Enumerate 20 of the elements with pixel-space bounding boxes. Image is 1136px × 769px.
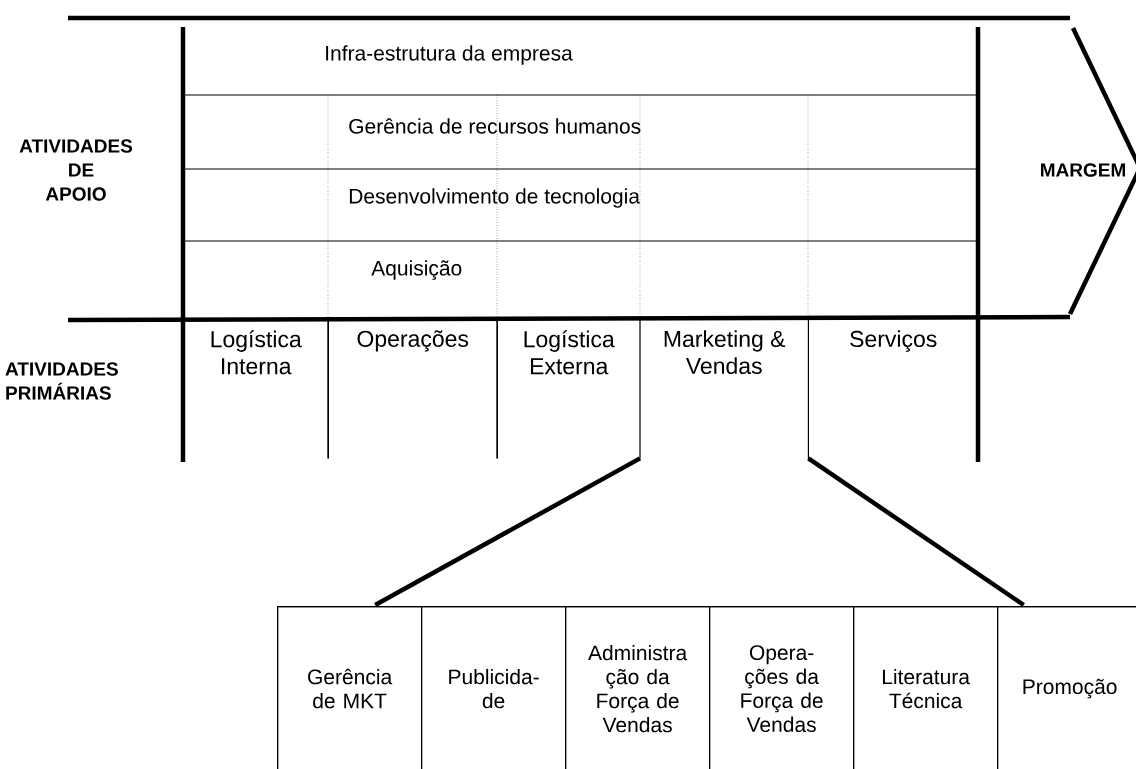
sub-activity-cell: Opera- ções da Força de Vendas bbox=[709, 606, 855, 769]
sub-activity-cell: Promoção bbox=[997, 606, 1136, 769]
sub-activity-cell: Administra ção da Força de Vendas bbox=[565, 606, 711, 769]
primary-activity-cell: Marketing & Vendas bbox=[639, 317, 809, 459]
activity-label: Infra-estrutura da empresa bbox=[326, 45, 573, 65]
activity-label: Gerência de recursos humanos bbox=[349, 118, 641, 134]
zoom-line bbox=[807, 456, 1025, 607]
sub-activity-cell: Gerência de MKT bbox=[277, 606, 423, 769]
node-label: Logística Interna bbox=[211, 330, 302, 375]
activity-label: Desenvolvimento de tecnologia bbox=[349, 188, 640, 208]
primary-activity-cell: Operações bbox=[357, 330, 469, 352]
primary-activity-cell: Logística Externa bbox=[524, 330, 615, 375]
primary-activity-cell: Serviços bbox=[850, 330, 937, 352]
section-label: MARGEM bbox=[1041, 163, 1125, 177]
zoom-line bbox=[374, 456, 642, 607]
section-label: ATIVIDADES DE APOIO bbox=[19, 139, 133, 201]
activity-label: Aquisição bbox=[371, 260, 462, 280]
sub-activity-cell: Literatura Técnica bbox=[853, 606, 999, 769]
sub-activity-cell: Publicida- de bbox=[421, 606, 567, 769]
section-label: ATIVIDADES PRIMÁRIAS bbox=[5, 362, 118, 400]
